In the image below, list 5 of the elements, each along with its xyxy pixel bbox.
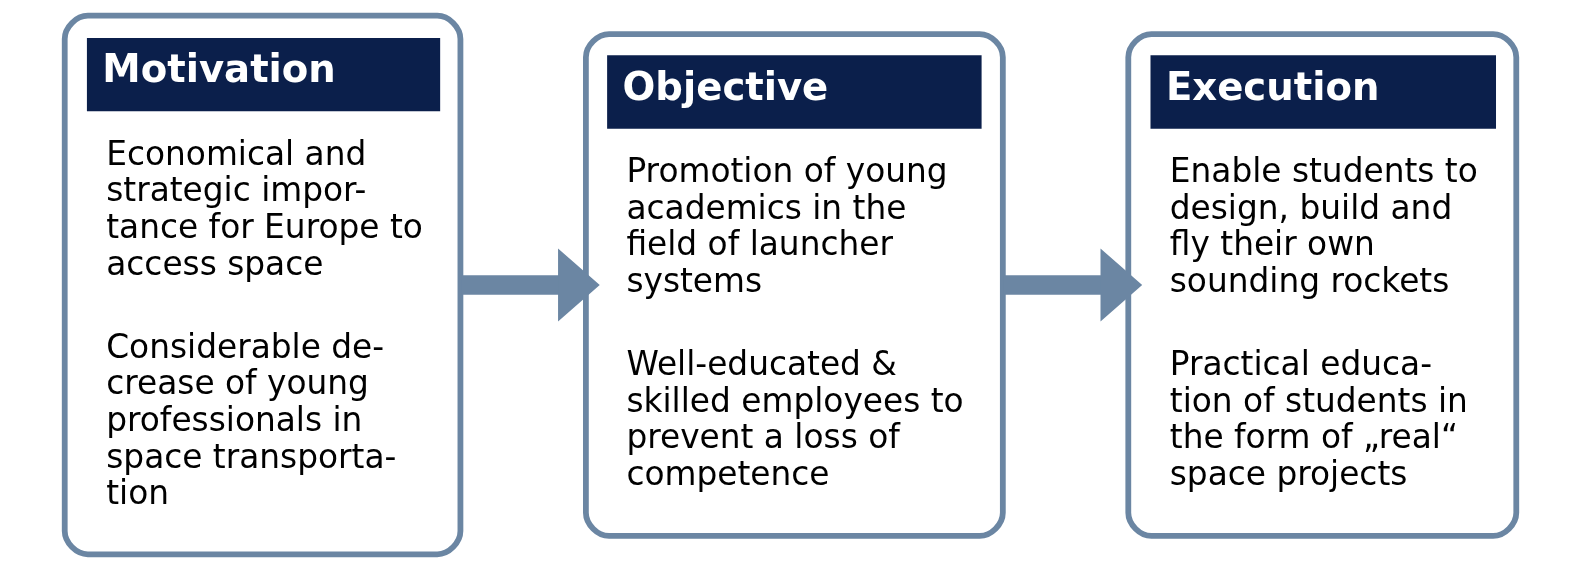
node-box: Objective Promotion of young academics in the field of launcher systems Well-educated & skilled employees to prevent a loss of competence xyxy=(583,31,1006,539)
node-box: Motivation Economical and strategic impor- tance for Europe to access space Considerable de- crease of young professionals in space transporta- tion xyxy=(61,12,464,558)
arrow xyxy=(461,248,600,322)
node-box: Execution Enable students to design, build and fly their own sounding rockets Practical educa- tion of students in the form of „real“ space projects xyxy=(1125,31,1520,539)
arrow xyxy=(1003,248,1143,322)
